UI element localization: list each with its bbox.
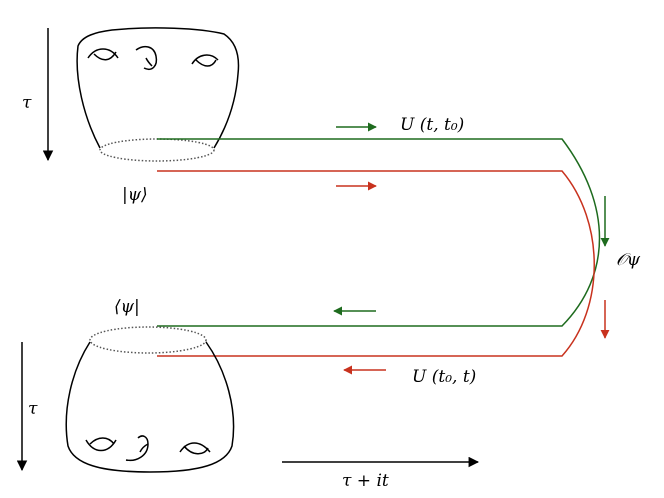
top-boundary-circle — [99, 138, 215, 162]
bra-psi-label: ⟨ψ| — [114, 297, 140, 317]
U-backward-label: U (t₀, t) — [412, 367, 476, 387]
ket-psi-label: |ψ⟩ — [122, 185, 148, 205]
top-handle-middle — [135, 45, 158, 70]
top-handle-left — [87, 48, 119, 61]
green-contour — [157, 138, 601, 327]
bottom-handle-left — [85, 437, 117, 452]
tau-label-top: τ — [22, 93, 32, 113]
red-contour — [157, 170, 595, 357]
bottom-blob — [65, 341, 235, 473]
bottom-handle-middle — [125, 435, 149, 462]
bottom-boundary-circle — [89, 326, 207, 354]
operator-label: 𝒪ψ — [616, 250, 641, 270]
top-blob — [76, 27, 240, 149]
top-handle-right — [191, 54, 219, 67]
U-forward-label: U (t, t₀) — [400, 115, 464, 135]
tau-label-bottom: τ — [28, 399, 38, 419]
bottom-handle-right — [179, 442, 211, 455]
time-axis-label: τ + it — [342, 471, 389, 491]
